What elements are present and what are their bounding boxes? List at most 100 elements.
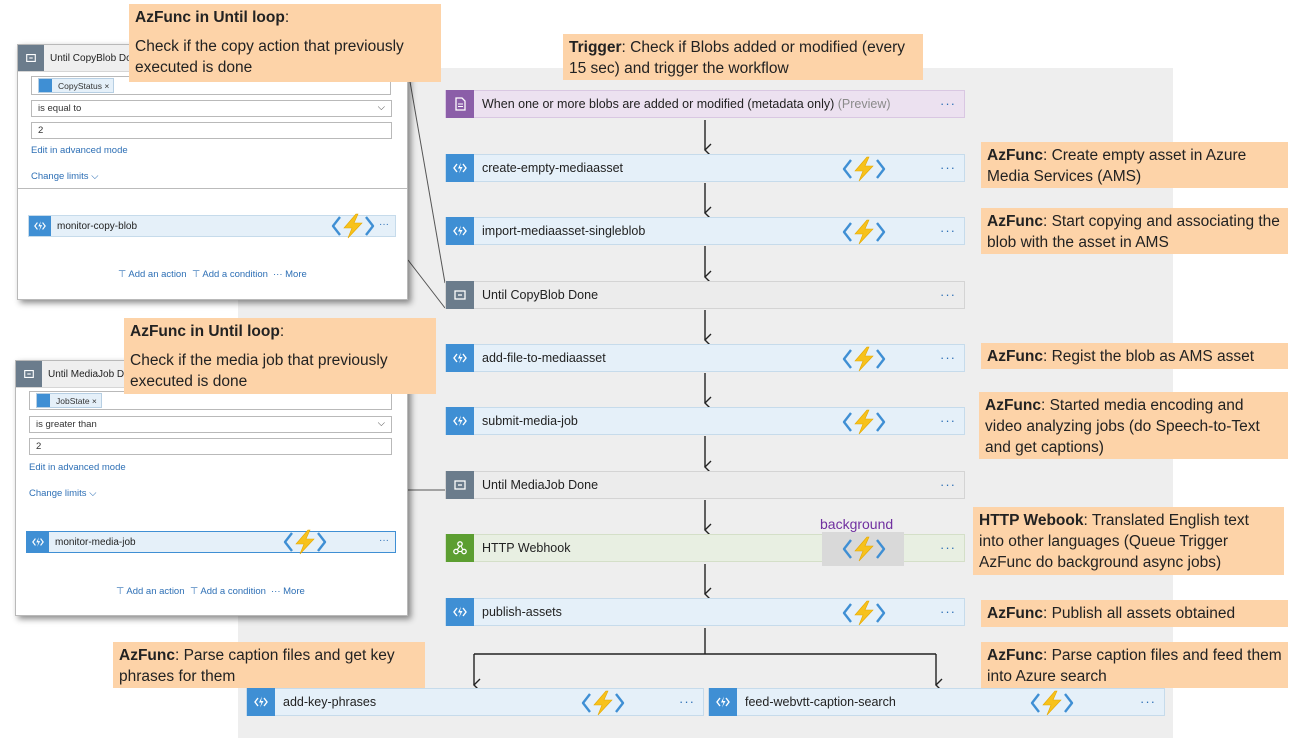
until-loop-icon (16, 361, 42, 387)
add-action-button[interactable]: ⊤ Add an action (116, 586, 185, 597)
step-label: submit-media-job (482, 414, 578, 428)
more-options-button[interactable]: ··· (940, 540, 956, 555)
action-label: monitor-media-job (55, 536, 136, 548)
condition-token-field[interactable]: JobState × (29, 391, 392, 410)
until-copyblob-panel: Until CopyBlob Done CopyStatus × is equa… (17, 44, 408, 300)
more-options-button[interactable]: ··· (940, 350, 956, 365)
chevron-down-icon: ⌵ (377, 102, 385, 113)
publish-assets-step[interactable]: publish-assets ··· (445, 598, 965, 626)
value-input[interactable]: 2 (31, 122, 392, 139)
step-label: Until CopyBlob Done (482, 288, 599, 302)
create-empty-mediaasset-step[interactable]: create-empty-mediaasset ··· (445, 154, 965, 182)
feed-webvtt-caption-search-step[interactable]: feed-webvtt-caption-search ··· (708, 688, 1165, 716)
blob-storage-icon (446, 90, 474, 118)
step-label: HTTP Webhook (482, 541, 571, 555)
more-options-button[interactable]: ··· (940, 96, 956, 111)
azure-function-bolt-icon (842, 219, 886, 245)
token-chip[interactable]: CopyStatus × (38, 78, 115, 93)
step-label: add-file-to-mediaasset (482, 351, 606, 365)
more-options-button[interactable]: ··· (940, 477, 956, 492)
note-regist-blob: AzFunc: Regist the blob as AMS asset (981, 343, 1288, 369)
azure-function-bolt-icon (842, 600, 886, 626)
callout-line (407, 259, 446, 309)
until-loop-icon (446, 281, 474, 309)
until-mediajob-panel: Until MediaJob Done JobState × is greate… (15, 360, 408, 616)
panel-title: Until CopyBlob Done (50, 52, 143, 64)
step-label: Until MediaJob Done (482, 478, 599, 492)
more-options-button[interactable]: ··· (679, 694, 695, 709)
note-until-copy: AzFunc in Until loop:Check if the copy a… (129, 4, 441, 82)
callout-line (407, 69, 446, 284)
add-action-button[interactable]: ⊤ Add an action (118, 269, 187, 280)
note-submit-job: AzFunc: Started media encoding and video… (979, 392, 1288, 459)
azure-function-bolt-icon (842, 409, 886, 435)
operator-select[interactable]: is greater than ⌵ (29, 416, 392, 433)
note-parse-key-phrases: AzFunc: Parse caption files and get key … (113, 642, 425, 688)
azure-function-bolt-icon (842, 156, 886, 182)
azure-function-icon (446, 217, 474, 245)
note-import-blob: AzFunc: Start copying and associating th… (981, 208, 1288, 254)
panel-title: Until MediaJob Done (48, 368, 141, 380)
more-options-button[interactable]: ··· (940, 223, 956, 238)
more-options-button[interactable]: ··· (1140, 694, 1156, 709)
note-create-empty-asset: AzFunc: Create empty asset in Azure Medi… (981, 142, 1288, 188)
more-options-button[interactable]: ··· (940, 287, 956, 302)
note-trigger: Trigger: Check if Blobs added or modifie… (563, 34, 923, 80)
azure-function-bolt-icon (842, 536, 886, 562)
change-limits-link[interactable]: Change limits ⌵ (31, 171, 99, 182)
import-mediaasset-singleblob-step[interactable]: import-mediaasset-singleblob ··· (445, 217, 965, 245)
azure-function-icon (446, 344, 474, 372)
add-file-to-mediaasset-step[interactable]: add-file-to-mediaasset ··· (445, 344, 965, 372)
azure-function-icon (446, 598, 474, 626)
monitor-media-job-action[interactable]: monitor-media-job ··· (26, 531, 396, 553)
value-input[interactable]: 2 (29, 438, 392, 455)
add-key-phrases-step[interactable]: add-key-phrases ··· (246, 688, 704, 716)
more-options-button[interactable]: ··· (379, 219, 389, 230)
add-condition-button[interactable]: ⊤ Add a condition (190, 586, 266, 597)
note-until-mediajob: AzFunc in Until loop:Check if the media … (124, 318, 436, 394)
more-button[interactable]: ··· More (271, 586, 305, 597)
step-label: When one or more blobs are added or modi… (482, 97, 891, 111)
token-chip[interactable]: JobState × (36, 393, 102, 408)
change-limits-link[interactable]: Change limits ⌵ (29, 488, 97, 499)
more-options-button[interactable]: ··· (379, 535, 389, 546)
webhook-icon (446, 534, 474, 562)
divider (18, 188, 407, 189)
more-button[interactable]: ··· More (273, 269, 307, 280)
note-feed-search: AzFunc: Parse caption files and feed the… (981, 642, 1288, 688)
until-mediajob-done-step[interactable]: Until MediaJob Done ··· (445, 471, 965, 499)
trigger-step[interactable]: When one or more blobs are added or modi… (445, 90, 965, 118)
more-options-button[interactable]: ··· (940, 413, 956, 428)
more-options-button[interactable]: ··· (940, 604, 956, 619)
chevron-down-icon: ⌵ (377, 418, 385, 429)
background-label: background (820, 516, 894, 532)
more-options-button[interactable]: ··· (940, 160, 956, 175)
azure-function-bolt-icon (581, 690, 625, 716)
azure-function-bolt-icon (1030, 690, 1074, 716)
step-label: add-key-phrases (283, 695, 377, 709)
until-copyblob-done-step[interactable]: Until CopyBlob Done ··· (445, 281, 965, 309)
azure-function-icon (29, 216, 51, 236)
azure-function-icon (446, 154, 474, 182)
operator-select[interactable]: is equal to ⌵ (31, 100, 392, 117)
step-label: import-mediaasset-singleblob (482, 224, 646, 238)
monitor-copy-blob-action[interactable]: monitor-copy-blob ··· (28, 215, 396, 237)
step-label: publish-assets (482, 605, 562, 619)
step-label: feed-webvtt-caption-search (745, 695, 896, 709)
add-condition-button[interactable]: ⊤ Add a condition (192, 269, 268, 280)
azure-function-icon (27, 532, 49, 552)
http-webhook-step[interactable]: HTTP Webhook ··· (445, 532, 965, 566)
action-label: monitor-copy-blob (57, 220, 138, 232)
note-publish-assets: AzFunc: Publish all assets obtained (981, 600, 1288, 627)
submit-media-job-step[interactable]: submit-media-job ··· (445, 407, 965, 435)
azure-function-bolt-icon (842, 346, 886, 372)
edit-advanced-mode-link[interactable]: Edit in advanced mode (29, 462, 126, 473)
azure-function-bolt-icon (283, 529, 327, 555)
step-label: create-empty-mediaasset (482, 161, 624, 175)
edit-advanced-mode-link[interactable]: Edit in advanced mode (31, 145, 128, 156)
until-loop-icon (446, 471, 474, 499)
azure-function-icon (709, 688, 737, 716)
azure-function-icon (247, 688, 275, 716)
note-http-webhook: HTTP Webook: Translated English text int… (973, 507, 1284, 575)
